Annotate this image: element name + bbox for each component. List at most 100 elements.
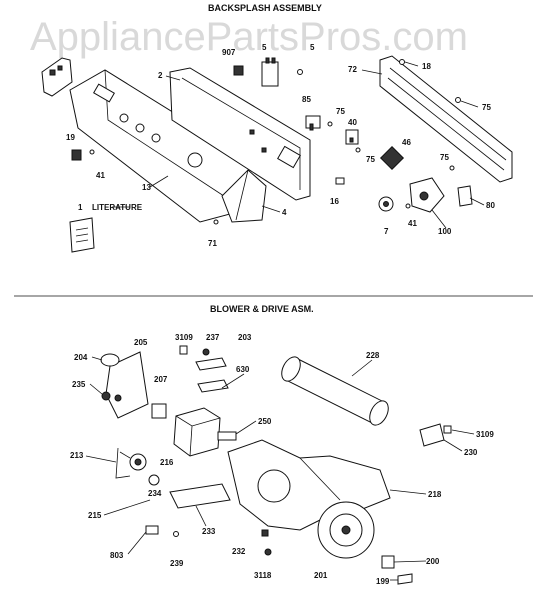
part-203-a [195,357,227,371]
screw-237 [202,348,210,356]
label-13: 13 [142,183,151,192]
screw-75-b [355,147,361,153]
label-46: 46 [402,138,411,147]
label-235: 235 [72,380,86,389]
label-3109-b: 3109 [476,430,494,439]
label-2: 2 [158,71,163,80]
label-207: 207 [154,375,168,384]
screw-239 [173,531,179,537]
label-201: 201 [314,571,328,580]
label-85: 85 [302,95,311,104]
screw-41-b [405,203,411,209]
idler-pulley [115,447,147,479]
part-203-b [197,379,229,393]
literature-booklet [69,217,95,253]
screw-18 [399,59,405,65]
screw-41 [89,149,95,155]
label-72: 72 [348,65,357,74]
label-4: 4 [282,208,287,217]
motor-250 [173,407,237,457]
drum-duct-228 [281,356,389,426]
screw-235 [101,391,111,401]
label-75-c: 75 [366,155,375,164]
label-234: 234 [148,489,162,498]
part-3109-top [179,345,188,355]
label-205: 205 [134,338,148,347]
label-3109-a: 3109 [175,333,193,342]
left-end-cap [41,57,73,97]
label-41-b: 41 [408,219,417,228]
backsplash-leader-lines [112,61,485,229]
label-5-a: 5 [262,43,267,52]
label-80: 80 [486,201,495,210]
right-end-cap [221,169,267,223]
label-630: 630 [236,365,250,374]
label-216: 216 [160,458,174,467]
label-803: 803 [110,551,124,560]
label-250: 250 [258,417,272,426]
label-199: 199 [376,577,390,586]
label-100: 100 [438,227,452,236]
label-203: 203 [238,333,252,342]
screw-75-right [455,97,461,103]
part-204 [100,353,120,367]
part-234 [148,474,160,486]
label-218: 218 [428,490,442,499]
rear-panel [379,55,513,183]
part-16 [335,177,345,185]
control-panel [69,69,251,223]
label-237: 237 [206,333,220,342]
part-803 [145,525,159,535]
label-233: 233 [202,527,216,536]
part-80 [457,185,473,207]
blower-wheel-201 [317,501,375,559]
base-plate-233 [169,483,231,509]
watermark: AppliancePartsPros.com [30,15,468,59]
switch-5 [261,57,279,87]
part-232 [261,529,269,537]
part-230 [419,423,445,447]
label-239: 239 [170,559,184,568]
mounting-bracket [169,67,311,201]
label-75-b: 75 [482,103,491,112]
blower-section-title: BLOWER & DRIVE ASM. [210,304,314,314]
screw-71 [213,219,219,225]
label-204: 204 [74,353,88,362]
label-3118: 3118 [254,571,272,580]
part-200 [381,555,395,569]
label-41-a: 41 [96,171,105,180]
label-1: 1 [78,203,83,212]
label-18: 18 [422,62,431,71]
label-200: 200 [426,557,440,566]
part-46 [379,145,405,171]
part-40 [345,129,359,145]
label-5-b: 5 [310,43,315,52]
part-7 [378,196,394,212]
screw-75-a [327,121,333,127]
screw-199 [397,573,413,585]
label-213: 213 [70,451,84,460]
backsplash-section-title: BACKSPLASH ASSEMBLY [208,3,322,13]
part-907 [233,65,244,76]
part-207 [151,403,167,419]
label-232: 232 [232,547,246,556]
part-205 [105,351,149,419]
part-3109-right [443,425,452,434]
label-16: 16 [330,197,339,206]
label-230: 230 [464,448,478,457]
label-228: 228 [366,351,380,360]
label-71: 71 [208,239,217,248]
screw-3118 [264,548,272,556]
label-19: 19 [66,133,75,142]
part-100 [409,177,445,213]
label-75-a: 75 [336,107,345,116]
label-40: 40 [348,118,357,127]
label-7: 7 [384,227,389,236]
label-907: 907 [222,48,236,57]
part-85 [305,115,321,131]
screw-5 [297,69,303,75]
label-literature: LITERATURE [92,203,143,212]
label-215: 215 [88,511,102,520]
